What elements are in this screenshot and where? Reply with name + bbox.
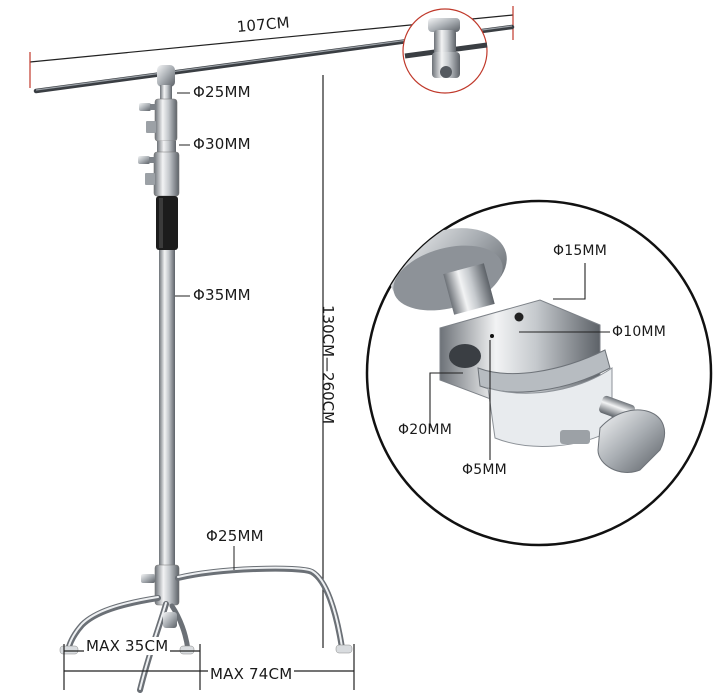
boom-clamp-inset (402, 8, 488, 94)
stand-legs (59, 565, 353, 693)
column-diameter-label: Φ35MM (193, 286, 251, 304)
clamp-hole-label: Φ10MM (612, 324, 666, 340)
base-width-small-label: MAX 35CM (84, 637, 171, 655)
leg-diameter-label: Φ25MM (206, 527, 264, 545)
clamp-body-label: Φ20MM (398, 422, 452, 438)
clamp-stud-label: Φ15MM (553, 243, 607, 259)
stand-pointers (175, 92, 235, 570)
stand-column (138, 65, 180, 606)
riser-diameter-label: Φ30MM (193, 135, 251, 153)
clamp-screw-label: Φ5MM (462, 462, 507, 478)
base-width-large-label: MAX 74CM (208, 665, 295, 683)
boom-diameter-label: Φ25MM (193, 83, 251, 101)
clamp-detail-circle (365, 199, 713, 547)
height-range-label: 130CM—260CM (319, 305, 337, 425)
